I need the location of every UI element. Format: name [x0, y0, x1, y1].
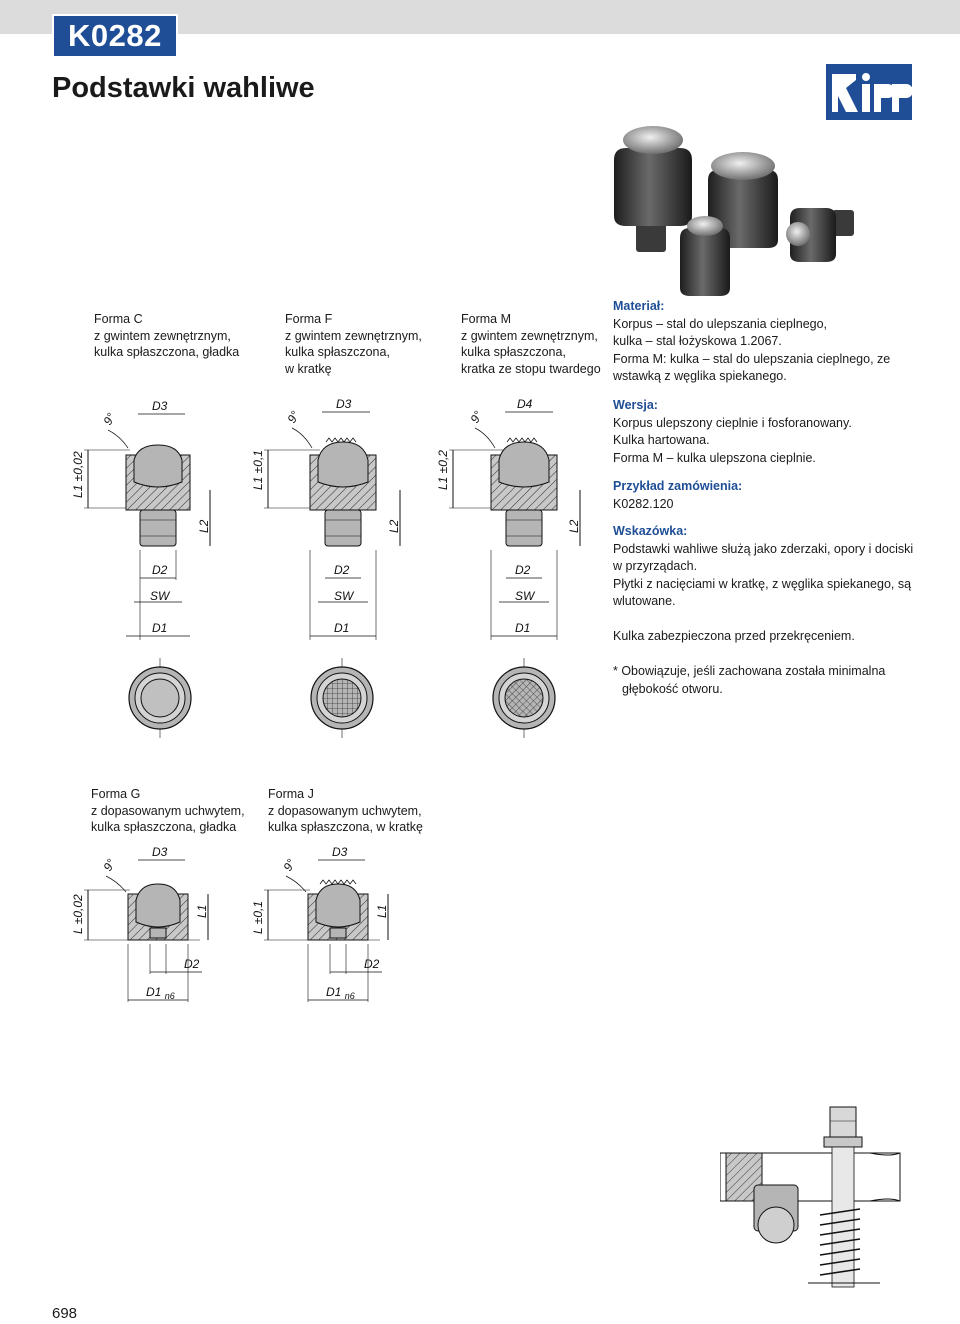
dim-l2: L2 — [197, 519, 211, 533]
dim-d3: D3 — [336, 397, 352, 411]
dim-d3: D3 — [152, 845, 168, 859]
dim-angle: 9° — [100, 856, 118, 873]
top-view-form-f — [310, 658, 374, 738]
product-code: K0282 — [52, 14, 178, 58]
drawing-form-m: L1 ±0,2 D4 9° L2 D2 SW D1 — [436, 397, 581, 640]
hint-section: Wskazówka: Podstawki wahliwe służą jako … — [613, 524, 914, 608]
drawing-form-g: L ±0,02 D3 9° L1 D2 D1 n6 — [71, 845, 209, 1002]
dim-l: L ±0,02 — [71, 894, 85, 934]
dim-d1: D1 — [334, 621, 349, 635]
dim-l1: L1 — [375, 905, 389, 918]
drawing-form-j: L ±0,1 D3 9° L1 D2 D1 n6 — [251, 845, 389, 1002]
page-title: Podstawki wahliwe — [52, 72, 315, 104]
dim-l1: L1 ±0,02 — [71, 451, 85, 498]
dim-d2: D2 — [334, 563, 350, 577]
dim-d1: D1 — [152, 621, 167, 635]
dim-l1: L1 ±0,1 — [251, 450, 265, 490]
dim-d1: D1 — [515, 621, 530, 635]
dim-sw: SW — [150, 589, 171, 603]
dim-d2: D2 — [515, 563, 531, 577]
dim-angle: 9° — [100, 410, 118, 427]
dim-l2: L2 — [567, 519, 581, 533]
dim-d2: D2 — [364, 957, 380, 971]
dim-d3: D3 — [152, 399, 168, 413]
dim-l1: L1 — [195, 905, 209, 918]
dim-sw: SW — [334, 589, 355, 603]
dim-l1: L1 ±0,2 — [436, 450, 450, 490]
material-section: Materiał: Korpus – stal do ulepszania ci… — [613, 299, 891, 383]
dim-angle: 9° — [284, 408, 302, 425]
note-footnote: * Obowiązuje, jeśli zachowana została mi… — [613, 664, 886, 696]
page-number: 698 — [52, 1305, 78, 1322]
dim-d3: D3 — [332, 845, 348, 859]
note-ball-secured: Kulka zabezpieczona przed przekręceniem. — [613, 629, 855, 643]
dim-d1: D1 n6 — [146, 985, 175, 1001]
dim-angle: 9° — [467, 408, 485, 425]
dim-l2: L2 — [387, 519, 401, 533]
dim-d2: D2 — [184, 957, 200, 971]
dim-sw: SW — [515, 589, 536, 603]
kipp-logo — [826, 60, 918, 122]
dim-angle: 9° — [280, 856, 298, 873]
top-view-form-c — [128, 658, 192, 738]
application-drawing — [720, 1106, 901, 1288]
top-view-form-m — [492, 658, 556, 738]
dim-l: L ±0,1 — [251, 901, 265, 934]
dim-d1: D1 n6 — [326, 985, 355, 1001]
dim-d2: D2 — [152, 563, 168, 577]
drawing-form-c: L1 ±0,02 D3 9° L2 D2 SW D1 — [71, 399, 211, 640]
product-photo — [614, 126, 854, 296]
order-example-section: Przykład zamówienia: K0282.120 — [613, 479, 743, 511]
version-section: Wersja: Korpus ulepszony cieplnie i fosf… — [613, 398, 852, 465]
drawing-form-f: L1 ±0,1 D3 9° L2 D2 SW D1 — [251, 397, 401, 640]
dim-d4: D4 — [517, 397, 533, 411]
